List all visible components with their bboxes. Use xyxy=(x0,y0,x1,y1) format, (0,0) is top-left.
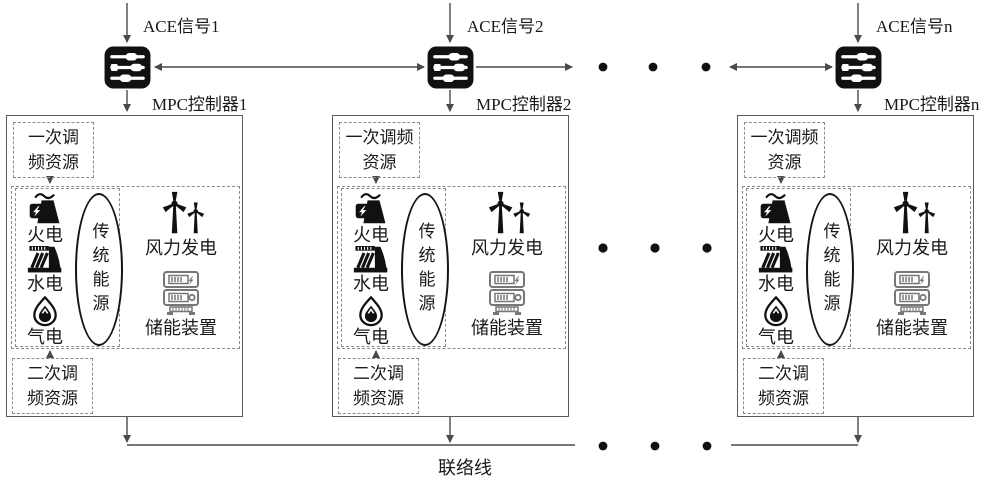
traditional-energy-column: 火电 水电 气电 xyxy=(18,191,72,347)
energy-storage-icon xyxy=(892,270,932,316)
mpc-controller-label-n: MPC控制器n xyxy=(884,95,980,114)
ellipsis-dots-top xyxy=(598,62,711,72)
control-area-n: 一次调频 资源 火电 水电 气电 传统能源 风力发电 储能装置 二次调 频资源 xyxy=(737,115,974,417)
ace-signal-label-n: ACE信号n xyxy=(876,17,953,36)
renewable-column: 风力发电 储能装置 xyxy=(856,188,968,349)
thermal-power-label: 火电 xyxy=(27,225,63,245)
traditional-energy-ellipse: 传统能源 xyxy=(75,193,123,346)
primary-frequency-resource-box: 一次调 频资源 xyxy=(13,122,94,178)
mpc-controller-icon-2 xyxy=(427,46,474,89)
renewable-column: 风力发电 储能装置 xyxy=(125,188,237,349)
traditional-energy-ellipse: 传统能源 xyxy=(401,193,449,346)
wind-turbine-icon xyxy=(882,190,942,236)
traditional-energy-column: 火电 水电 气电 xyxy=(344,191,398,347)
wind-power-label: 风力发电 xyxy=(471,238,543,258)
wind-turbine-icon xyxy=(151,190,211,236)
thermal-power-label: 火电 xyxy=(758,225,794,245)
traditional-energy-label: 传统能源 xyxy=(820,221,840,318)
control-area-2: 一次调频 资源 火电 水电 气电 传统能源 风力发电 储能装置 二次调 频资源 xyxy=(332,115,569,417)
gas-power-icon xyxy=(28,295,62,327)
mpc-controller-icon-n xyxy=(835,46,882,89)
ellipsis-dots-bottom xyxy=(598,441,712,451)
mpc-controller-label-2: MPC控制器2 xyxy=(476,95,572,114)
area-to-tieline-arrows xyxy=(123,417,862,443)
thermal-power-icon xyxy=(25,191,65,225)
energy-storage-icon xyxy=(487,270,527,316)
secondary-frequency-resource-box: 二次调 频资源 xyxy=(12,358,93,414)
renewable-column: 风力发电 储能装置 xyxy=(451,188,563,349)
tie-line-label: 联络线 xyxy=(438,458,492,478)
ace-signal-label-2: ACE信号2 xyxy=(467,17,544,36)
secondary-frequency-resource-label: 二次调 频资源 xyxy=(758,363,809,409)
secondary-frequency-resource-label: 二次调 频资源 xyxy=(27,363,78,409)
resource-group-box xyxy=(337,186,566,349)
traditional-energy-label: 传统能源 xyxy=(89,221,109,318)
energy-storage-label: 储能装置 xyxy=(145,318,217,338)
control-area-1: 一次调 频资源 火电 水电 气电 传统能源 风力发电 储能装置 二次调 频资源 xyxy=(6,115,243,417)
primary-frequency-resource-box: 一次调频 资源 xyxy=(744,122,825,178)
traditional-energy-box: 火电 水电 气电 传统能源 xyxy=(746,188,854,347)
traditional-energy-box: 火电 水电 气电 传统能源 xyxy=(341,188,449,347)
thermal-power-icon xyxy=(351,191,391,225)
primary-frequency-resource-label: 一次调 频资源 xyxy=(28,127,79,173)
gas-power-icon xyxy=(354,295,388,327)
primary-frequency-resource-label: 一次调频 资源 xyxy=(345,127,414,173)
traditional-energy-ellipse: 传统能源 xyxy=(806,193,854,346)
hydro-power-label: 水电 xyxy=(27,274,63,294)
hydro-power-icon xyxy=(24,246,66,274)
traditional-energy-column: 火电 水电 气电 xyxy=(749,191,803,347)
energy-storage-label: 储能装置 xyxy=(471,318,543,338)
primary-frequency-resource-box: 一次调频 资源 xyxy=(339,122,420,178)
gas-power-icon xyxy=(759,295,793,327)
gas-power-label: 气电 xyxy=(758,327,794,347)
secondary-frequency-resource-box: 二次调 频资源 xyxy=(743,358,824,414)
traditional-energy-label: 传统能源 xyxy=(415,221,435,318)
energy-storage-icon xyxy=(161,270,201,316)
resource-group-box xyxy=(11,186,240,349)
ellipsis-dots-middle xyxy=(598,243,712,253)
wind-turbine-icon xyxy=(477,190,537,236)
hydro-power-icon xyxy=(350,246,392,274)
traditional-energy-box: 火电 水电 气电 传统能源 xyxy=(15,188,123,347)
energy-storage-label: 储能装置 xyxy=(876,318,948,338)
hydro-power-icon xyxy=(755,246,797,274)
hydro-power-label: 水电 xyxy=(758,274,794,294)
resource-group-box xyxy=(742,186,971,349)
gas-power-label: 气电 xyxy=(353,327,389,347)
thermal-power-icon xyxy=(756,191,796,225)
thermal-power-label: 火电 xyxy=(353,225,389,245)
secondary-frequency-resource-label: 二次调 频资源 xyxy=(353,363,404,409)
wind-power-label: 风力发电 xyxy=(145,238,217,258)
secondary-frequency-resource-box: 二次调 频资源 xyxy=(338,358,419,414)
mpc-controller-icon-1 xyxy=(104,46,151,89)
ace-signal-label-1: ACE信号1 xyxy=(143,17,220,36)
mpc-controller-label-1: MPC控制器1 xyxy=(152,95,248,114)
gas-power-label: 气电 xyxy=(27,327,63,347)
wind-power-label: 风力发电 xyxy=(876,238,948,258)
primary-frequency-resource-label: 一次调频 资源 xyxy=(750,127,819,173)
hydro-power-label: 水电 xyxy=(353,274,389,294)
